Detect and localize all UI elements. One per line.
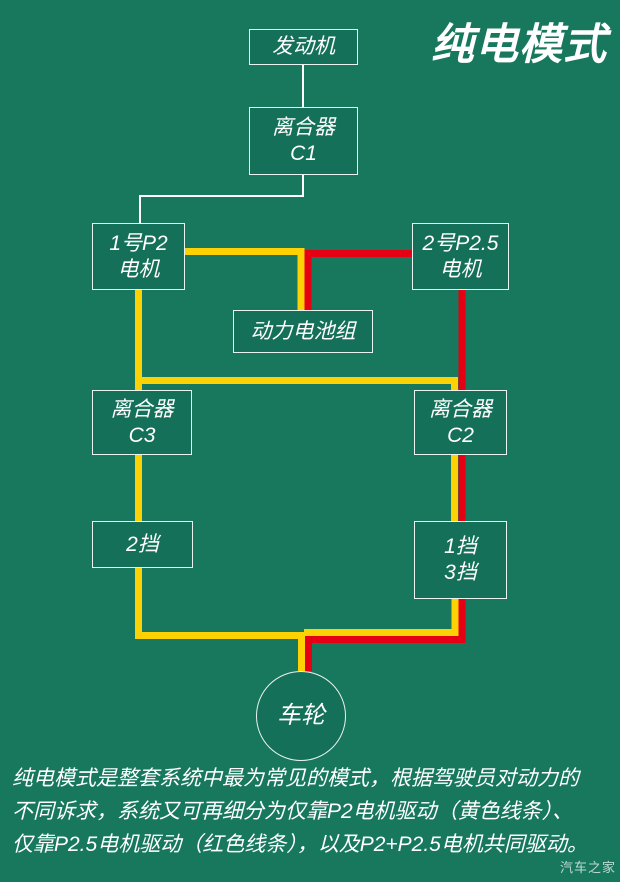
node-engine-label: 发动机 <box>272 35 335 58</box>
wire-p25-to-battery-red <box>304 250 412 310</box>
wire-p2-to-battery-yellow <box>185 248 305 310</box>
node-motor-p25: 2号P2.5 电机 <box>412 223 509 290</box>
node-gear-1-3-sublabel: 3挡 <box>444 561 477 584</box>
node-battery-label: 动力电池组 <box>250 319 356 343</box>
node-battery: 动力电池组 <box>233 310 373 353</box>
node-clutch-c2: 离合器 C2 <box>414 390 507 455</box>
caption-line-2: 不同诉求，系统又可再细分为仅靠P2电机驱动（黄色线条）、 <box>12 800 574 823</box>
node-motor-p25-label: 2号P2.5 <box>422 231 499 255</box>
wire-p2-branch-to-c2-yellow <box>138 377 458 390</box>
node-clutch-c1-label: 离合器 <box>272 116 335 139</box>
node-clutch-c1: 离合器 C1 <box>249 107 358 175</box>
page-title: 纯电模式 <box>431 21 607 69</box>
node-motor-p2: 1号P2 电机 <box>92 223 185 290</box>
node-clutch-c2-label: 离合器 <box>429 397 492 421</box>
node-motor-p2-sublabel: 电机 <box>117 257 160 281</box>
node-clutch-c3-label: 离合器 <box>110 397 174 421</box>
node-engine: 发动机 <box>249 29 358 65</box>
caption-line-3: 仅靠P2.5电机驱动（红色线条），以及P2+P2.5电机共同驱动。 <box>12 833 588 856</box>
node-clutch-c1-sublabel: C1 <box>290 142 317 165</box>
wire-c1-to-p2-motor <box>139 175 304 224</box>
caption-text: 纯电模式是整套系统中最为常见的模式，根据驾驶员对动力的不同诉求，系统又可再细分为… <box>12 762 612 861</box>
node-clutch-c3: 离合器 C3 <box>92 390 192 455</box>
wire-gear13-to-wheel-red <box>305 598 466 671</box>
node-motor-p25-sublabel: 电机 <box>439 257 482 281</box>
wire-gear13-to-wheel-yellow <box>304 598 459 636</box>
node-gear-2: 2挡 <box>92 521 193 568</box>
node-clutch-c3-sublabel: C3 <box>128 423 156 447</box>
node-clutch-c2-sublabel: C2 <box>447 423 474 447</box>
node-gear-1-3-label: 1挡 <box>444 535 477 558</box>
watermark-autohome: 汽车之家 <box>559 860 616 875</box>
node-gear-1-3: 1挡 3挡 <box>414 521 507 599</box>
node-gear-2-label: 2挡 <box>126 532 159 556</box>
wire-gear2-to-wheel-yellow <box>135 568 305 671</box>
node-wheel-label: 车轮 <box>277 702 325 729</box>
node-motor-p2-label: 1号P2 <box>109 231 168 255</box>
node-wheel: 车轮 <box>256 671 346 761</box>
caption-line-1: 纯电模式是整套系统中最为常见的模式，根据驾驶员对动力的 <box>12 767 579 790</box>
